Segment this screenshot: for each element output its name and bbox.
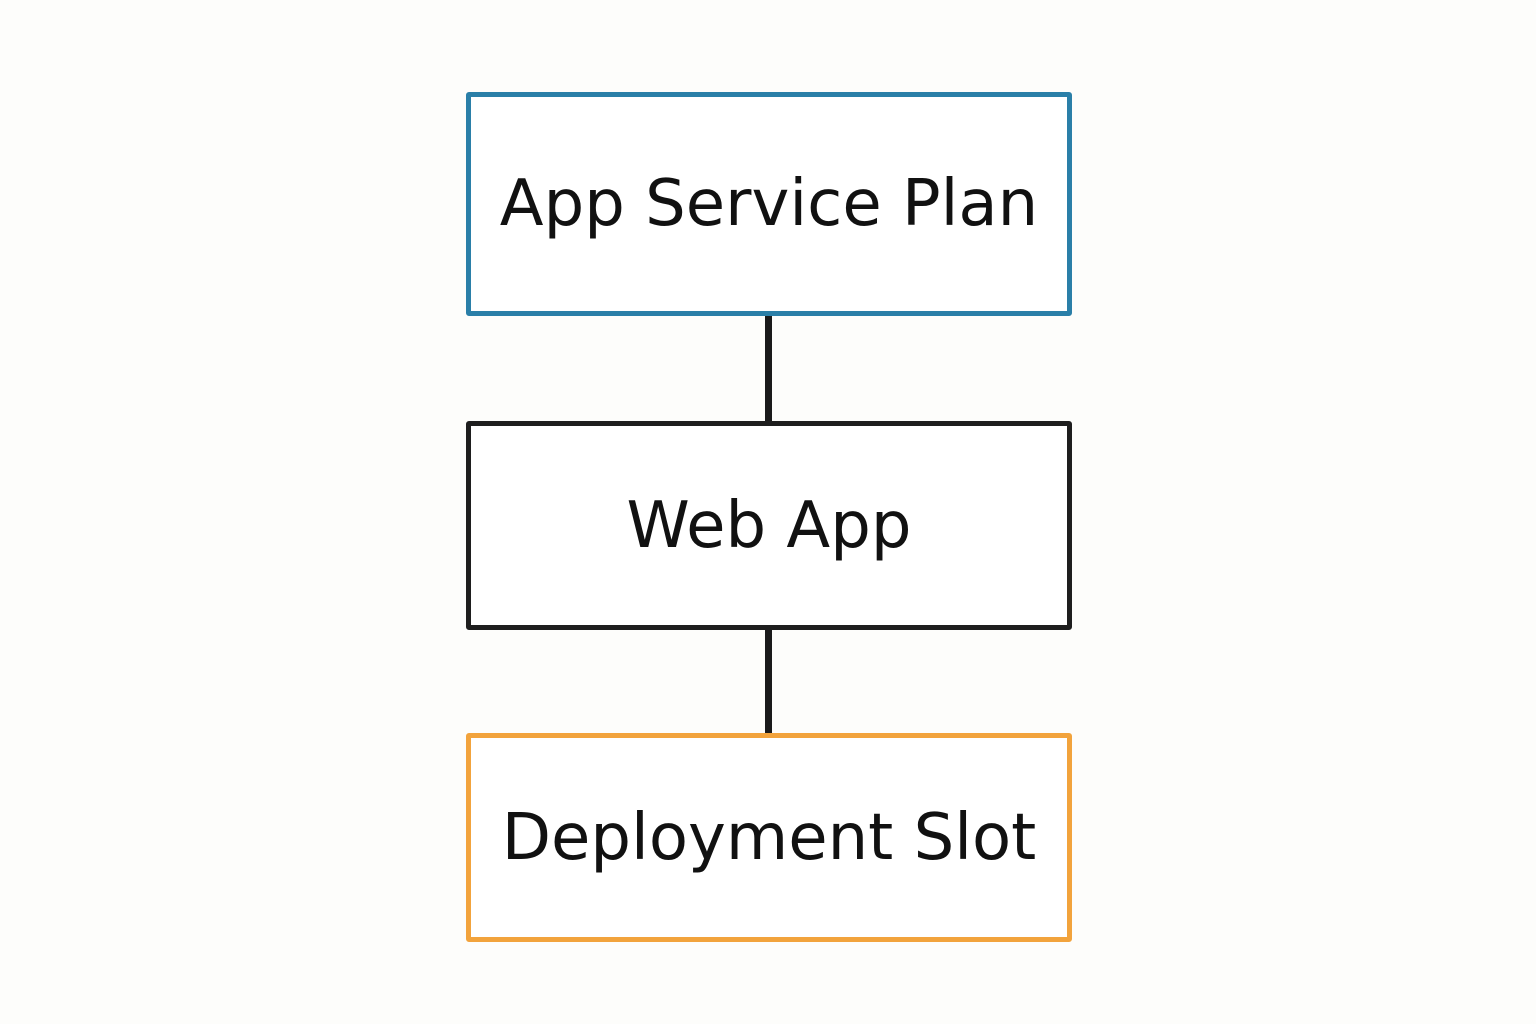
web-app-label: Web App xyxy=(626,488,912,563)
app-service-plan-label: App Service Plan xyxy=(499,167,1039,241)
deployment-slot-box: Deployment Slot xyxy=(466,733,1072,942)
deployment-slot-label: Deployment Slot xyxy=(501,800,1037,875)
connector-webapp-to-slot xyxy=(765,630,772,733)
web-app-box: Web App xyxy=(466,421,1072,630)
connector-plan-to-webapp xyxy=(765,316,772,421)
app-service-plan-box: App Service Plan xyxy=(466,92,1072,316)
